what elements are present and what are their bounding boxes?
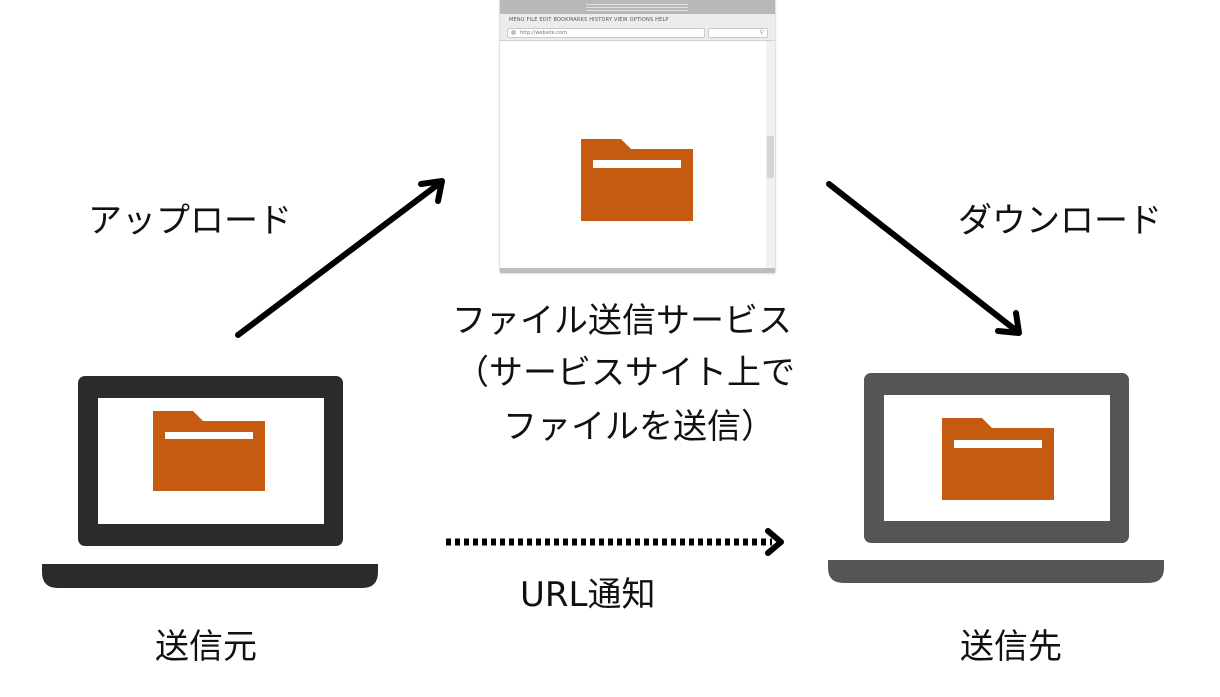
sender-label: 送信元	[155, 627, 257, 667]
browser-scrollbar	[766, 41, 775, 269]
service-label-line1: ファイル送信サービス	[452, 301, 792, 341]
service-label-line3: ファイルを送信）	[503, 407, 775, 447]
laptop-base	[42, 564, 378, 588]
laptop-screen	[864, 373, 1129, 543]
address-url: http://website.com	[520, 30, 567, 36]
address-bar: http://website.com	[507, 28, 705, 38]
browser-menu-bar: MENU FILE EDIT BOOKMARKS HISTORY VIEW OP…	[500, 14, 775, 41]
url-notify-dotted-arrow-icon	[446, 528, 784, 556]
service-label-line2: （サービスサイト上で	[455, 353, 795, 393]
receiver-laptop	[828, 373, 1164, 583]
title-bar-grip	[586, 7, 688, 8]
search-icon: ⚲	[759, 29, 764, 36]
download-arrow-icon	[826, 181, 1022, 336]
browser-bottom-bar	[500, 268, 775, 273]
title-bar-grip	[586, 10, 688, 11]
url-notify-label: URL通知	[520, 575, 656, 615]
browser-title-bar	[500, 0, 775, 14]
browser-window: MENU FILE EDIT BOOKMARKS HISTORY VIEW OP…	[500, 0, 775, 273]
folder-icon	[942, 418, 1054, 500]
sender-laptop	[42, 376, 378, 588]
title-bar-grip	[586, 4, 688, 5]
upload-arrow-icon	[235, 178, 445, 338]
receiver-label: 送信先	[960, 627, 1062, 667]
folder-icon	[581, 139, 693, 221]
download-label: ダウンロード	[958, 201, 1162, 241]
folder-icon	[153, 411, 265, 491]
search-box: ⚲	[708, 28, 768, 38]
browser-menu-text: MENU FILE EDIT BOOKMARKS HISTORY VIEW OP…	[509, 17, 669, 23]
scrollbar-thumb	[767, 136, 774, 178]
page-icon	[511, 30, 516, 35]
upload-label: アップロード	[88, 201, 292, 241]
laptop-base	[828, 560, 1164, 583]
